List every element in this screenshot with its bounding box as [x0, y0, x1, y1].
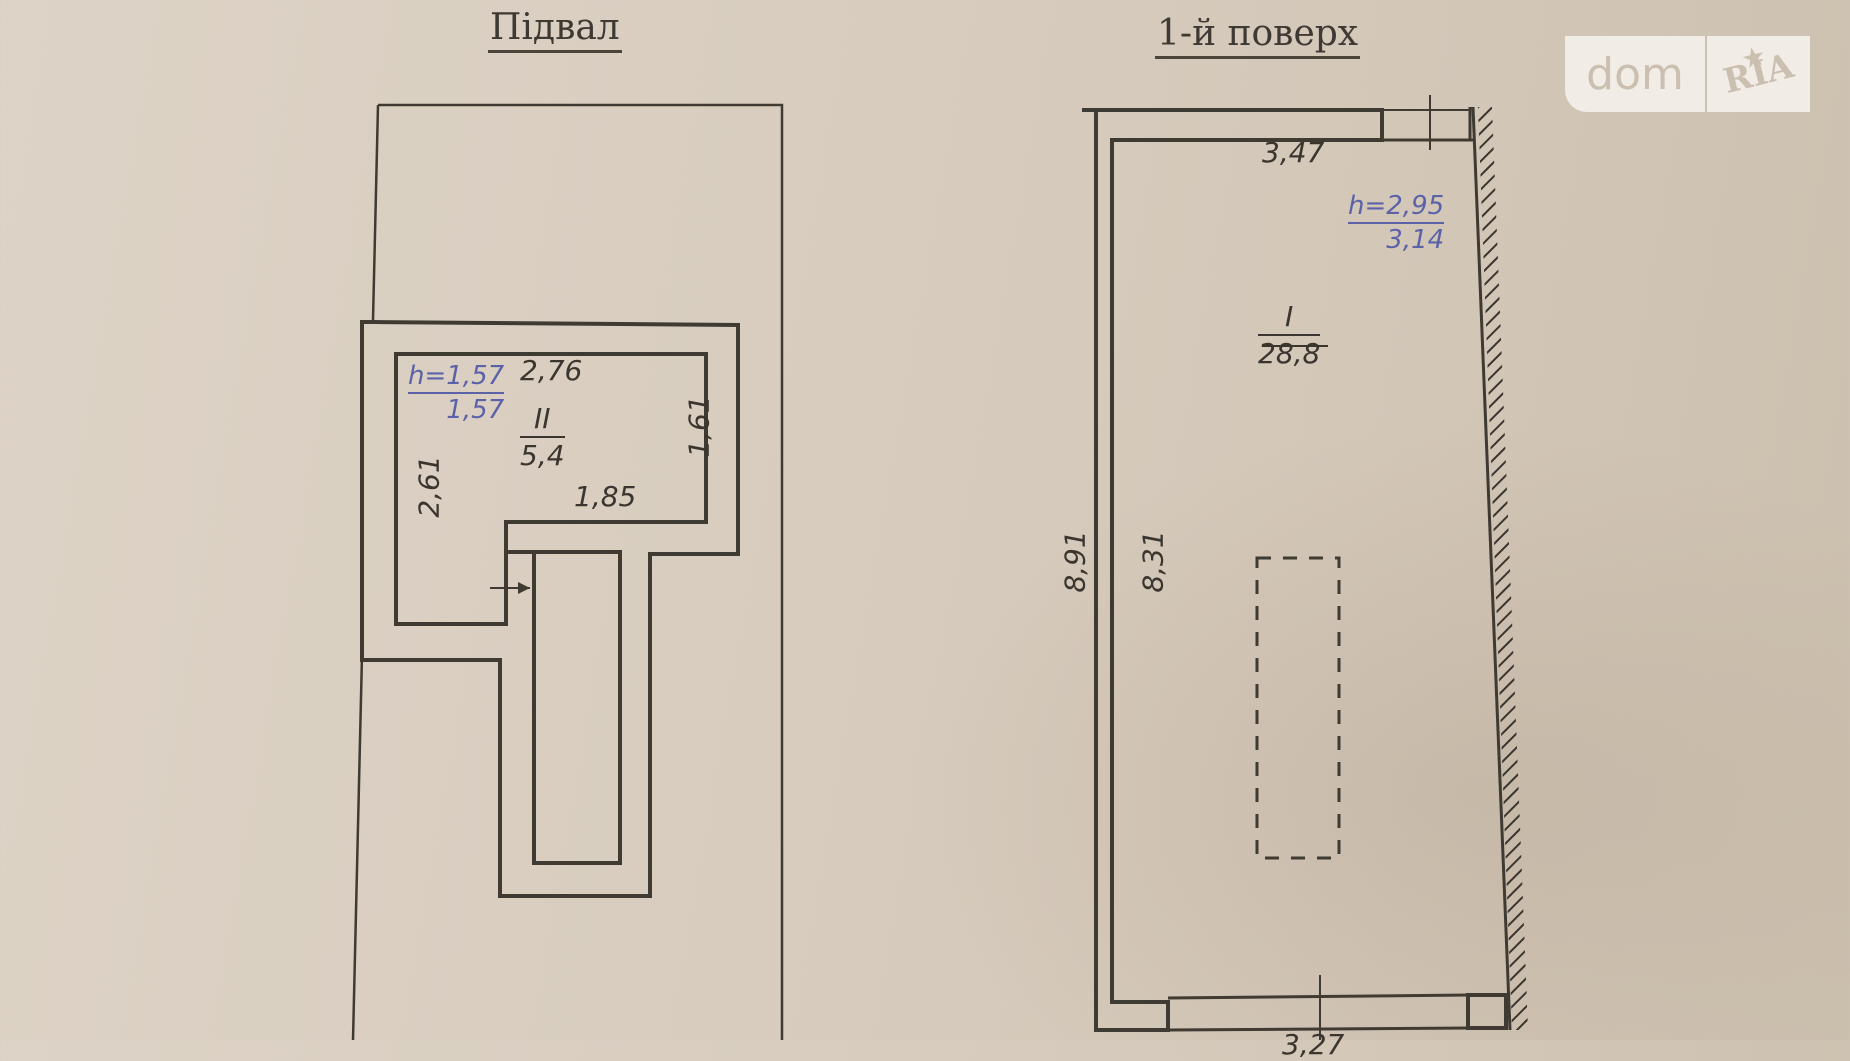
- first-floor-dim-outer-left: 8,91: [1058, 530, 1092, 593]
- basement-dim-right: 1,61: [682, 395, 716, 458]
- first-floor-room-number: I: [1258, 300, 1321, 336]
- basement-heading: Підвал: [488, 6, 622, 53]
- basement-height-annotation: h=1,57 1,57: [408, 360, 505, 426]
- hatched-wall: [1478, 107, 1528, 1030]
- basement-plot-outline: [378, 103, 784, 1040]
- basement-height-value: 1,57: [446, 395, 505, 425]
- first-floor-dim-inner-left: 8,31: [1136, 530, 1170, 593]
- first-floor-dim-top: 3,47: [1262, 136, 1325, 169]
- basement-dim-top: 2,76: [520, 354, 583, 387]
- first-floor-height-annotation: h=2,95 3,14: [1348, 190, 1445, 256]
- watermark-dom-text: dom: [1565, 36, 1707, 112]
- basement-dim-inner: 1,85: [574, 480, 637, 513]
- basement-dim-left: 2,61: [412, 455, 446, 518]
- basement-room-label: II 5,4: [520, 402, 565, 474]
- basement-room-number: II: [520, 402, 565, 438]
- paper-shadow: [900, 420, 1850, 1040]
- basement-room-area: 5,4: [520, 439, 565, 472]
- first-floor-room-label: I 28,8: [1258, 300, 1321, 372]
- first-floor-height-value: 3,14: [1386, 225, 1445, 255]
- first-floor-room-area: 28,8: [1258, 337, 1321, 370]
- basement-height-label: h=1,57: [408, 360, 505, 394]
- first-floor-heading: 1-й поверх: [1155, 12, 1361, 59]
- first-floor-dim-bottom: 3,27: [1282, 1028, 1345, 1061]
- domria-watermark: dom ★ RIA: [1565, 36, 1810, 112]
- first-floor-height-label: h=2,95: [1348, 190, 1445, 224]
